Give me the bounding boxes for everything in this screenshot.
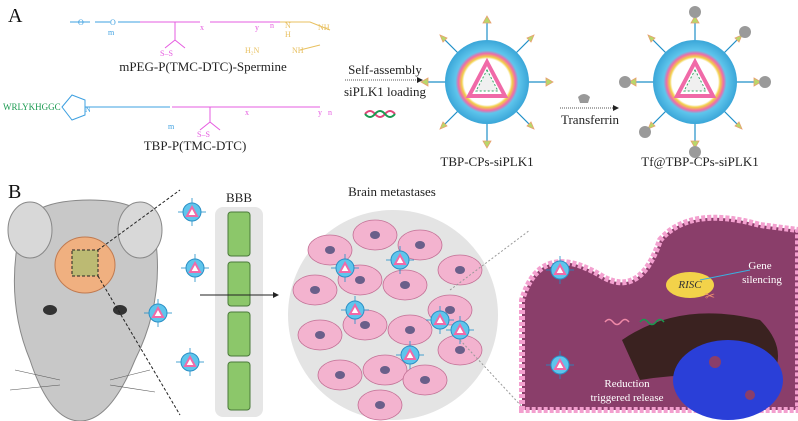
atom-o: O	[110, 18, 116, 27]
atom-o: O	[78, 18, 84, 27]
subscript-x: x	[245, 108, 249, 117]
zoom-line	[449, 229, 531, 291]
self-assembly-label: Self-assembly	[348, 62, 422, 77]
atom-nh: NH	[292, 46, 304, 55]
subscript-x: x	[200, 23, 204, 32]
transferrin-icon	[578, 94, 590, 103]
endothelial-cells	[227, 211, 251, 411]
risc-label: RISC	[677, 279, 702, 291]
mouse-illustration	[7, 189, 181, 421]
gene-silencing-label-2: silencing	[742, 274, 782, 286]
siplk1-loading-label: siPLK1 loading	[344, 84, 426, 99]
atom-h: H	[285, 30, 291, 39]
reduction-release-label-1: Reduction	[604, 378, 650, 390]
sirna-icon	[364, 110, 396, 118]
gene-silencing-label-1: Gene	[748, 260, 771, 272]
subscript-y: y	[318, 108, 322, 117]
panel-label-a: A	[8, 5, 23, 27]
polymer2-structure: WRLYKHGGC N m S–S x y n	[3, 94, 332, 139]
cell-interior: ✂	[519, 214, 798, 420]
subscript-y: y	[255, 23, 259, 32]
peptide-sequence: WRLYKHGGC	[3, 102, 61, 112]
subscript-m: m	[168, 122, 175, 131]
atom-nh: NH	[318, 23, 330, 32]
risc-complex	[666, 272, 714, 298]
polymer1-structure: O O m S–S x y n N H NH H₂N NH	[70, 18, 331, 58]
scissors-icon: ✂	[705, 289, 715, 303]
subscript-n: n	[270, 21, 274, 30]
transferrin-label: Transferrin	[561, 112, 620, 127]
np1-name: TBP-CPs-siPLK1	[440, 154, 533, 169]
nucleus-icon	[673, 340, 783, 420]
reduction-release-label-2: triggered release	[591, 392, 664, 404]
atom-n: N	[285, 21, 291, 30]
atom-h2n: H₂N	[245, 46, 260, 55]
np2-name: Tf@TBP-CPs-siPLK1	[641, 154, 758, 169]
subscript-m: m	[108, 28, 115, 37]
sirna-icon	[604, 318, 630, 326]
nanoparticle-tbp-cps	[419, 14, 555, 150]
pointer-line	[699, 269, 751, 281]
bbb-label: BBB	[226, 190, 252, 205]
disulfide-label: S–S	[160, 49, 173, 58]
panel-label-b: B	[8, 181, 21, 203]
sirna-icon	[639, 318, 665, 326]
atom-n: N	[85, 105, 91, 114]
disulfide-label: S–S	[197, 130, 210, 139]
brain-metastases-label: Brain metastases	[348, 184, 436, 199]
polymer2-name: TBP-P(TMC-DTC)	[144, 138, 247, 153]
nanoparticle-tf-tbp-cps	[619, 6, 771, 158]
subscript-n: n	[328, 108, 332, 117]
brain-metastases-cluster	[288, 210, 498, 421]
polymer1-name: mPEG-P(TMC-DTC)-Spermine	[119, 59, 287, 74]
tumor-region	[71, 249, 99, 277]
